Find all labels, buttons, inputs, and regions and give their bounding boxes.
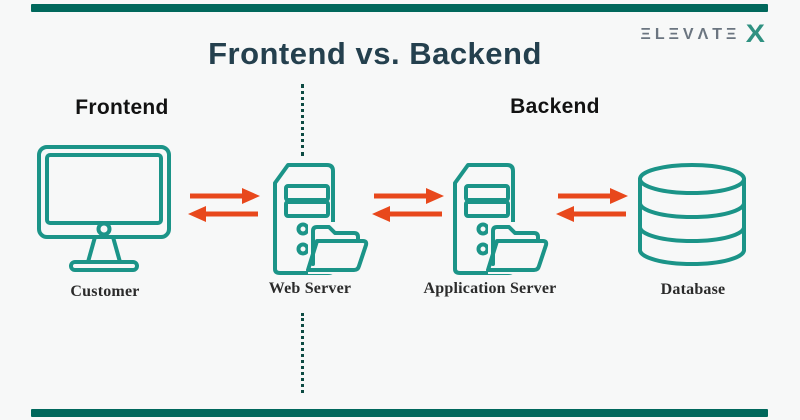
brand-logo: ΞLΞVΛTΞ X <box>640 20 766 48</box>
arrow-left-icon <box>556 206 626 222</box>
arrows-appserver-database <box>556 188 628 227</box>
monitor-icon <box>36 144 172 276</box>
arrow-left-icon <box>188 206 258 222</box>
arrow-left-icon <box>372 206 442 222</box>
backend-section-label: Backend <box>510 95 600 118</box>
node-label: Web Server <box>268 280 352 297</box>
logo-wordmark: ΞLΞVΛTΞ <box>640 25 741 43</box>
arrows-customer-webserver <box>188 188 260 227</box>
node-label: Database <box>660 281 726 298</box>
dotted-divider-top <box>301 84 304 156</box>
arrow-right-icon <box>374 188 444 204</box>
dotted-divider-bottom <box>301 313 304 393</box>
arrow-right-icon <box>558 188 628 204</box>
top-accent-bar <box>31 4 768 12</box>
node-label: Customer <box>70 283 140 300</box>
arrow-right-icon <box>190 188 260 204</box>
arrows-webserver-appserver <box>372 188 444 227</box>
frontend-section-label: Frontend <box>75 96 169 119</box>
node-label: Application Server <box>423 280 557 297</box>
database-icon <box>634 158 750 270</box>
page-title: Frontend vs. Backend <box>208 36 542 71</box>
logo-x-icon: X <box>746 20 766 48</box>
bottom-accent-bar <box>31 409 768 417</box>
server-folder-icon <box>270 158 376 276</box>
server-folder-icon <box>450 158 556 276</box>
